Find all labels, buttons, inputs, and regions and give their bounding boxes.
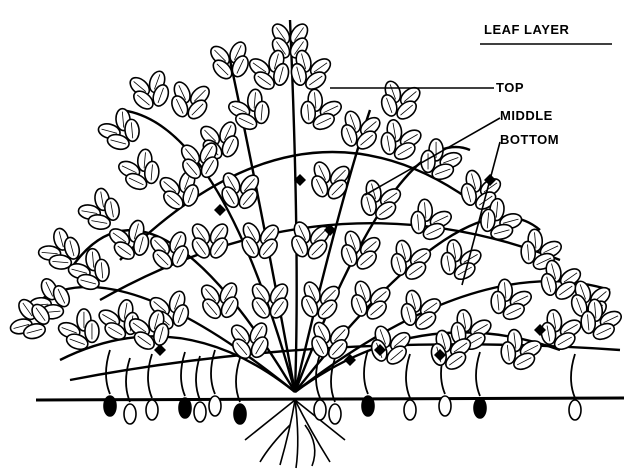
leaf-cluster bbox=[166, 78, 214, 125]
leaf-cluster bbox=[344, 276, 395, 326]
peg bbox=[196, 356, 200, 400]
pod bbox=[104, 396, 116, 416]
leaf-cluster bbox=[249, 281, 291, 321]
leaf-cluster bbox=[334, 106, 385, 156]
leaf-cluster bbox=[306, 318, 353, 364]
flower-petals bbox=[154, 344, 166, 356]
pod bbox=[314, 400, 326, 420]
flower bbox=[154, 344, 166, 356]
leaf-cluster bbox=[125, 66, 176, 116]
pod bbox=[146, 400, 158, 420]
leaf-cluster bbox=[23, 272, 79, 328]
root bbox=[295, 400, 298, 468]
peg bbox=[236, 358, 240, 402]
pod bbox=[329, 404, 341, 424]
pod bbox=[179, 398, 191, 418]
pod bbox=[124, 404, 136, 424]
peg bbox=[181, 352, 185, 396]
leaf-cluster bbox=[334, 226, 385, 276]
pod bbox=[209, 396, 221, 416]
peg bbox=[364, 350, 368, 394]
leaf-cluster bbox=[217, 169, 262, 213]
leaf-cluster bbox=[104, 215, 157, 267]
leaf-cluster bbox=[353, 175, 406, 227]
label-bottom-layer: BOTTOM bbox=[500, 132, 559, 147]
leaf-cluster bbox=[112, 143, 168, 199]
root bbox=[305, 425, 315, 466]
peg bbox=[406, 354, 410, 398]
ground-line bbox=[36, 398, 624, 400]
pod bbox=[474, 398, 486, 418]
label-middle-layer: MIDDLE bbox=[500, 108, 553, 123]
peg bbox=[571, 354, 575, 398]
leaf-cluster bbox=[401, 193, 457, 249]
peg bbox=[211, 350, 215, 394]
pod bbox=[194, 402, 206, 422]
leaf-cluster bbox=[291, 83, 347, 139]
legend-heading: LEAF LAYER bbox=[484, 22, 569, 37]
peg bbox=[148, 354, 152, 398]
leaf-cluster bbox=[306, 158, 354, 205]
peg bbox=[476, 352, 480, 396]
leaf-cluster bbox=[393, 285, 446, 337]
pod bbox=[362, 396, 374, 416]
pod bbox=[234, 404, 246, 424]
peg bbox=[126, 358, 130, 402]
leaf-cluster bbox=[237, 219, 282, 263]
leaf-cluster bbox=[383, 235, 436, 287]
pod bbox=[569, 400, 581, 420]
pod bbox=[404, 400, 416, 420]
pod bbox=[439, 396, 451, 416]
label-top-layer: TOP bbox=[496, 80, 524, 95]
leaflets bbox=[5, 21, 628, 378]
leaf-cluster bbox=[374, 76, 425, 126]
